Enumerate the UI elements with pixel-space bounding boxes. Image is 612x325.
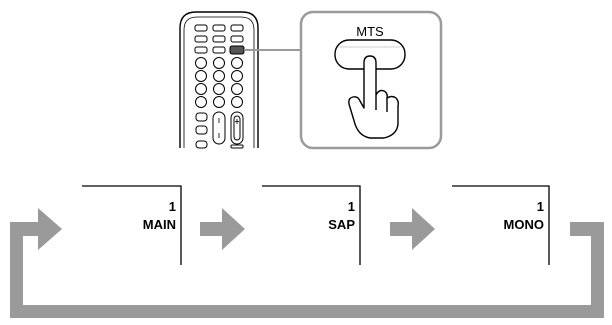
right-arrow-icon (200, 208, 245, 250)
zoom-panel: MTS (299, 10, 443, 150)
display-sap-mode: SAP (328, 217, 355, 232)
mts-button-label: MTS (356, 24, 384, 39)
display-sap: 1 SAP (262, 185, 361, 265)
display-main: 1 MAIN (82, 185, 182, 265)
display-main-number: 1 (169, 199, 176, 214)
display-mono-number: 1 (537, 199, 544, 214)
pointing-hand-icon (348, 55, 399, 139)
display-mono: 1 MONO (452, 185, 550, 265)
remote-control-icon (179, 11, 259, 149)
display-sap-number: 1 (348, 199, 355, 214)
right-arrow-icon (390, 208, 435, 250)
remote-mts-key[interactable] (229, 45, 245, 55)
display-main-mode: MAIN (143, 217, 176, 232)
display-mono-mode: MONO (504, 217, 544, 232)
loop-arrow-icon (10, 208, 604, 318)
